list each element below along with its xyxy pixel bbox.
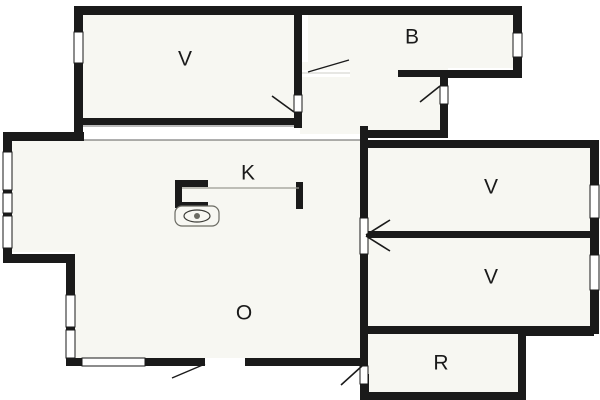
door-swing-bathroom-b (307, 59, 350, 73)
room-label-b: B (405, 26, 419, 49)
wall-far-left-mid2 (3, 211, 12, 218)
wall-hall-right-lower (440, 104, 448, 138)
door-jamb-bedroom-v-top (293, 94, 303, 113)
room-label-v-top-left: V (178, 48, 192, 71)
kitchen-counter-top-arm (175, 180, 208, 187)
room-label-o: O (236, 302, 252, 325)
room-label-v-right-upper: V (484, 176, 498, 199)
wall-kitchen-right-lower (360, 244, 368, 330)
wall-r-right (518, 328, 526, 396)
wall-hall-bottom (362, 130, 448, 138)
floor-room-r (368, 334, 518, 392)
wall-right-ext-upper (590, 140, 599, 188)
wall-left-v-upper (74, 6, 83, 33)
window-right-upper (589, 184, 600, 219)
wall-living-left-upper (66, 254, 75, 296)
room-label-v-right-lower: V (484, 266, 498, 289)
kitchen-sink-drain-icon (194, 213, 200, 219)
wall-far-left-mid1 (3, 188, 12, 195)
window-right-lower (589, 254, 600, 291)
window-left-middle (2, 192, 13, 214)
door-jamb-utility-r (359, 365, 369, 385)
window-top-left-wall (73, 31, 84, 64)
room-label-r: R (433, 352, 448, 375)
wall-hall-top-right (398, 70, 448, 77)
floor-room-o (74, 250, 360, 364)
window-living-left-upper (65, 294, 76, 328)
windows-group (2, 31, 600, 367)
room-labels-group: V B K O V V R (178, 26, 498, 375)
wall-far-left-upper (3, 132, 12, 154)
floor-room-v-top-left (82, 6, 300, 124)
wall-kitchen-top-left-step (12, 132, 84, 141)
wall-left-v-lower (74, 62, 83, 132)
wall-bottom-b (440, 70, 522, 78)
wall-far-left-bottom (3, 254, 75, 263)
floor-room-b (308, 6, 514, 68)
wall-r-bottom (360, 392, 526, 400)
wall-kitchen-living-divider (12, 139, 360, 141)
kitchen-counter-right-post (296, 182, 303, 209)
wall-right-b-upper (513, 6, 522, 34)
wall-top-right (302, 6, 522, 15)
wall-living-left-mid (66, 325, 75, 332)
floor-fill-group (12, 6, 592, 392)
fixtures-group (174, 180, 303, 227)
wall-living-bottom-left (66, 358, 84, 366)
wall-right-block-top (362, 140, 598, 148)
wall-living-right (360, 328, 368, 366)
door-swing-bedroom-right-upper (365, 219, 391, 236)
wall-living-bottom-mid (144, 358, 206, 366)
exterior-walls-group (3, 6, 599, 400)
wall-right-block-bottom (362, 326, 598, 334)
floor-room-v-right-lower (368, 238, 592, 328)
wall-living-bottom-right (244, 358, 368, 366)
door-jamb-living-entrance (205, 358, 245, 366)
window-bathroom-right (512, 32, 523, 58)
floor-room-v-right-upper (368, 146, 592, 232)
door-swing-bedroom-right-lower (365, 235, 391, 252)
floor-room-k (12, 140, 360, 252)
wall-hall-right-upper (440, 70, 448, 90)
wall-v-right-upper (294, 6, 302, 96)
wall-right-b-lower (513, 56, 522, 78)
wall-v-bottom-thin (82, 125, 300, 127)
door-swing-utility-r (340, 365, 363, 386)
wall-kitchen-right (360, 126, 368, 226)
door-swing-living-entrance (171, 363, 206, 379)
window-living-bottom (81, 357, 146, 367)
kitchen-counter-bottom-arm (175, 202, 208, 208)
window-left-lower (2, 215, 13, 249)
door-jamb-hall-upper (439, 85, 449, 105)
doors-group (171, 59, 598, 386)
door-swing-bedroom-v-top (271, 95, 295, 113)
wall-top-left (74, 6, 302, 15)
window-left-upper (2, 151, 13, 191)
wall-v-bottom-divider (82, 118, 300, 125)
window-living-left-lower (65, 329, 76, 359)
room-label-k: K (241, 162, 255, 185)
door-swing-hall-upper (419, 85, 441, 103)
kitchen-counter-left-leg (175, 180, 182, 208)
wall-right-ext-lower (590, 288, 599, 334)
wall-v-right-lower (294, 110, 302, 128)
